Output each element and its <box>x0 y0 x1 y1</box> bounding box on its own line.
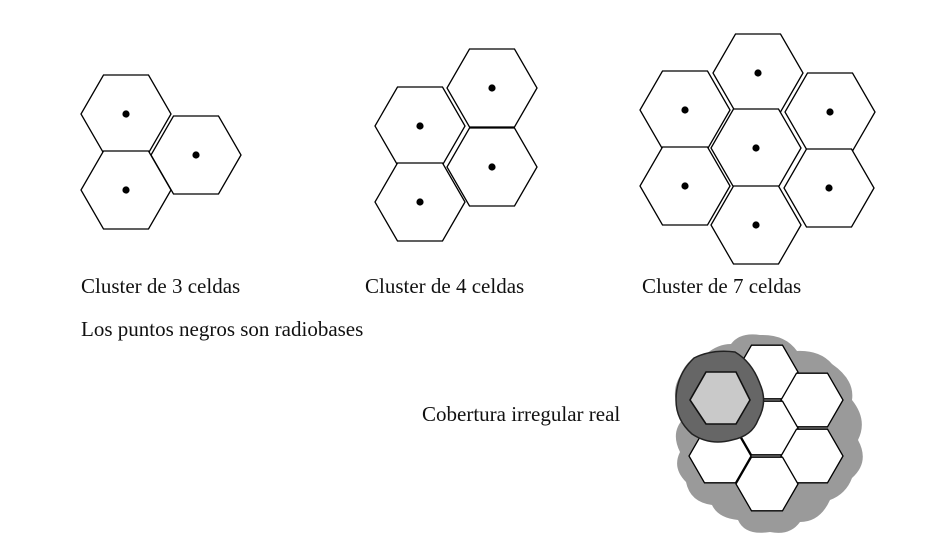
base-station-dot <box>825 184 833 192</box>
base-station-dot <box>416 122 424 130</box>
cluster-7-cells <box>639 33 876 265</box>
base-station-dot <box>488 163 496 171</box>
base-station-dot <box>752 221 760 229</box>
base-station-dot <box>681 182 689 190</box>
base-station-dot <box>681 106 689 114</box>
cluster-4-cells <box>374 48 538 242</box>
coverage-label: Cobertura irregular real <box>422 402 621 426</box>
base-station-dot <box>192 151 200 159</box>
base-station-dot <box>416 198 424 206</box>
coverage-cell <box>689 371 751 425</box>
base-station-dot <box>122 186 130 194</box>
base-station-note: Los puntos negros son radiobases <box>81 317 364 341</box>
cluster-7-label: Cluster de 7 celdas <box>642 274 802 298</box>
cluster-3-label: Cluster de 3 celdas <box>81 274 241 298</box>
cluster-3-cells <box>80 74 242 230</box>
coverage-hex-cell <box>780 428 844 484</box>
base-station-dot <box>122 110 130 118</box>
base-station-dot <box>754 69 762 77</box>
coverage-hex-cell <box>780 372 844 428</box>
coverage-hex-cell <box>735 456 799 512</box>
base-station-dot <box>826 108 834 116</box>
base-station-dot <box>752 144 760 152</box>
cluster-4-label: Cluster de 4 celdas <box>365 274 525 298</box>
base-station-dot <box>488 84 496 92</box>
coverage-illustration <box>674 334 863 533</box>
